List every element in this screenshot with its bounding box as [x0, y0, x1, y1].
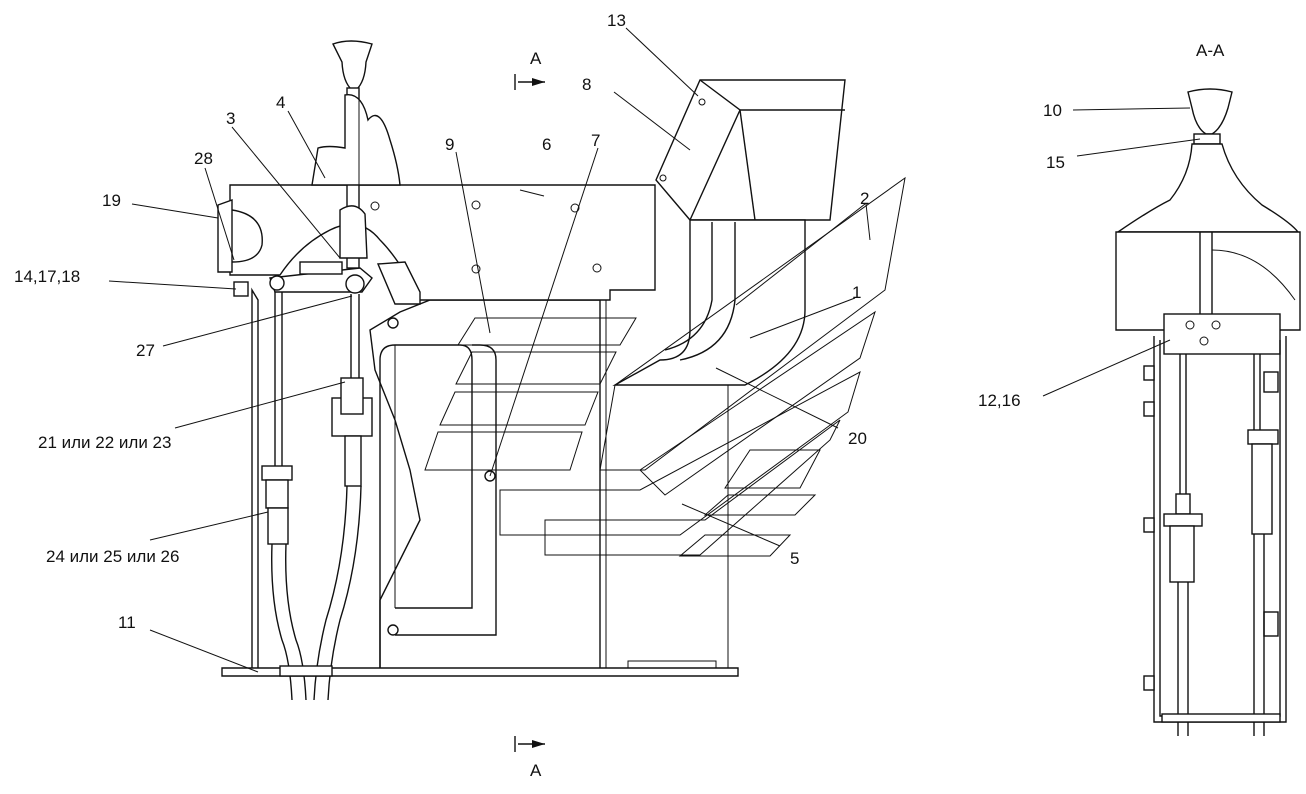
- housing-curve: [1211, 249, 1296, 301]
- arrowhead: [532, 78, 545, 86]
- nut-14: [233, 281, 249, 297]
- callout-8: 8: [582, 75, 591, 94]
- callout-4: 4: [276, 93, 285, 112]
- arrowhead: [532, 740, 545, 748]
- duct-pipe-b: [679, 222, 736, 361]
- lever-boot: [311, 94, 401, 186]
- callout-7: 7: [591, 131, 600, 150]
- left-wall: [251, 287, 259, 668]
- bracket-left: [217, 199, 233, 273]
- callout-10: 10: [1043, 101, 1062, 120]
- cover-bolt: [698, 98, 706, 106]
- housing-panel: [379, 344, 473, 668]
- tab-right: [1263, 371, 1279, 393]
- section-letter-top: А: [530, 49, 542, 68]
- cable-clamp: [279, 665, 333, 677]
- callout-2: 2: [860, 189, 869, 208]
- bracket-curve: [231, 209, 263, 263]
- callouts: 1 2 3 4 5 6 7 8 9 10 11 12,16 13 14,17,1…: [14, 11, 1065, 632]
- section-view: А-А: [1115, 41, 1301, 736]
- lever-knob: [332, 40, 373, 91]
- tab: [1143, 365, 1155, 381]
- tab: [1143, 401, 1155, 417]
- callout-1: 1: [852, 283, 861, 302]
- bolt: [570, 203, 580, 213]
- callout-20: 20: [848, 429, 867, 448]
- callout-9: 9: [445, 135, 454, 154]
- cover-bolt: [659, 174, 667, 182]
- section-sleeve-b: [1251, 443, 1273, 535]
- section-nut: [1163, 513, 1203, 527]
- callout-19: 19: [102, 191, 121, 210]
- base-slot: [627, 660, 717, 669]
- cable-sleeve: [344, 435, 362, 487]
- cam-plate: [376, 261, 421, 305]
- housing-inner-outline: [369, 299, 601, 668]
- main-view: А А: [217, 40, 906, 780]
- section-knob: [1187, 88, 1233, 135]
- bolt: [471, 264, 481, 274]
- section-view-title: А-А: [1196, 41, 1225, 60]
- callout-15: 15: [1046, 153, 1065, 172]
- tab: [1143, 517, 1155, 533]
- section-housing: [1115, 231, 1301, 331]
- base-plate: [221, 667, 739, 677]
- bolt: [471, 200, 481, 210]
- section-letter-bottom: А: [530, 761, 542, 780]
- tab-right: [1263, 611, 1279, 637]
- screw: [387, 624, 399, 636]
- section-sleeve: [1169, 525, 1195, 583]
- bolt: [1211, 320, 1221, 330]
- callout-5: 5: [790, 549, 799, 568]
- callout-12-16: 12,16: [978, 391, 1021, 410]
- section-boot: [1115, 143, 1300, 233]
- callout-13: 13: [607, 11, 626, 30]
- cover-fold-3: [739, 109, 756, 221]
- callout-11: 11: [118, 613, 136, 632]
- pivot-left: [269, 275, 285, 291]
- lever-lower: [339, 205, 368, 259]
- bolt: [370, 201, 380, 211]
- floor-panels: [424, 176, 906, 557]
- tab: [1143, 675, 1155, 691]
- panel-frame: [395, 344, 497, 636]
- callout-21-22-23: 21 или 22 или 23: [38, 433, 171, 452]
- callout-27: 27: [136, 341, 155, 360]
- bolt: [1199, 336, 1209, 346]
- cover-top: [655, 79, 846, 221]
- duct-pipe-a: [664, 222, 713, 351]
- bolt: [1185, 320, 1195, 330]
- duct: [612, 219, 806, 386]
- section-nut-b: [1247, 429, 1279, 445]
- section-base: [1161, 713, 1281, 723]
- cable-nut-left: [261, 465, 293, 481]
- screw: [387, 317, 399, 329]
- cable-end-left: [267, 507, 289, 545]
- section-fitting: [1175, 493, 1191, 515]
- callout-24-25-26: 24 или 25 или 26: [46, 547, 179, 566]
- bolt: [592, 263, 602, 273]
- callout-3: 3: [226, 109, 235, 128]
- cable-nut: [340, 377, 364, 415]
- callout-28: 28: [194, 149, 213, 168]
- pivot-right: [345, 274, 365, 294]
- section-block: [1163, 313, 1281, 355]
- callout-14-17-18: 14,17,18: [14, 267, 80, 286]
- leader-lines: [108, 27, 1201, 673]
- crank-block: [299, 261, 343, 275]
- cable-sleeve-left: [265, 479, 289, 509]
- callout-6: 6: [542, 135, 551, 154]
